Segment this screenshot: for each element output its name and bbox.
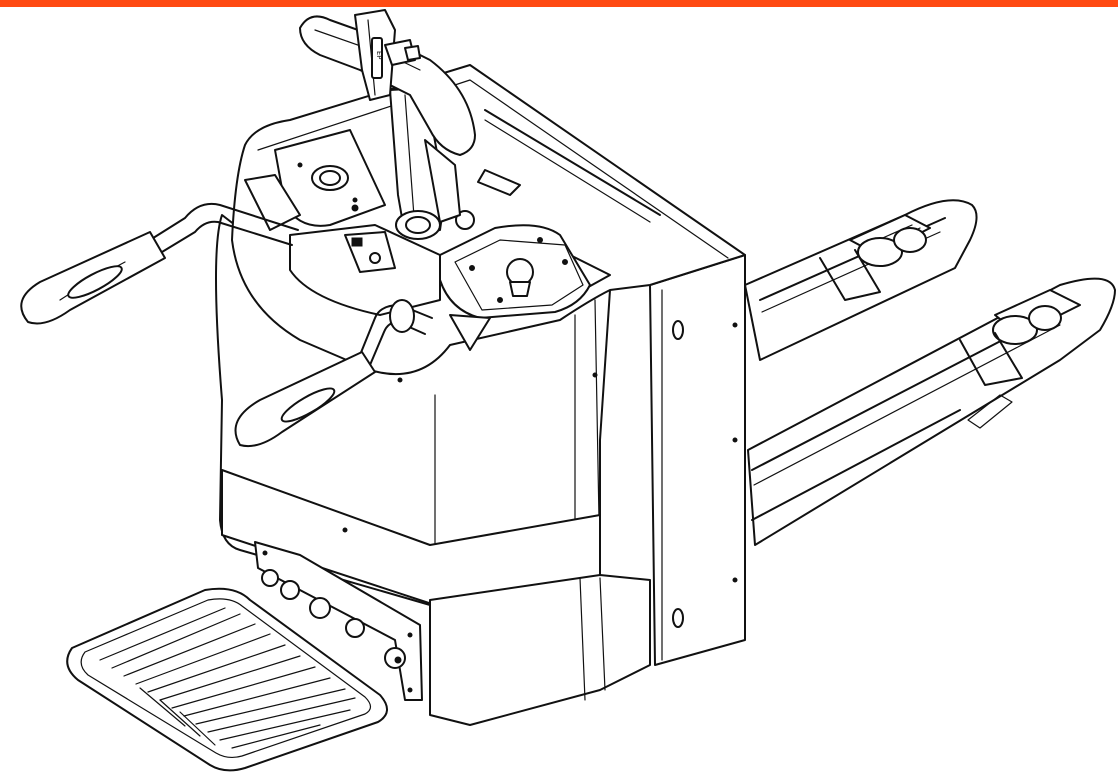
- tiller-head: EP: [299, 9, 476, 156]
- lower-side-handle: [234, 299, 433, 448]
- platform-hinge: [254, 541, 423, 701]
- left-control-pad: [244, 129, 386, 231]
- upper-fork: [744, 199, 978, 361]
- body-right-panel: [649, 254, 746, 666]
- centre-module: [289, 204, 475, 316]
- foot-platform: [66, 587, 388, 772]
- right-control-pad: [439, 224, 591, 351]
- upper-side-handle: [20, 202, 299, 325]
- tiller-display-text: EP: [375, 51, 383, 59]
- lower-fork: [747, 277, 1116, 546]
- accent-top-bar: [0, 0, 1118, 7]
